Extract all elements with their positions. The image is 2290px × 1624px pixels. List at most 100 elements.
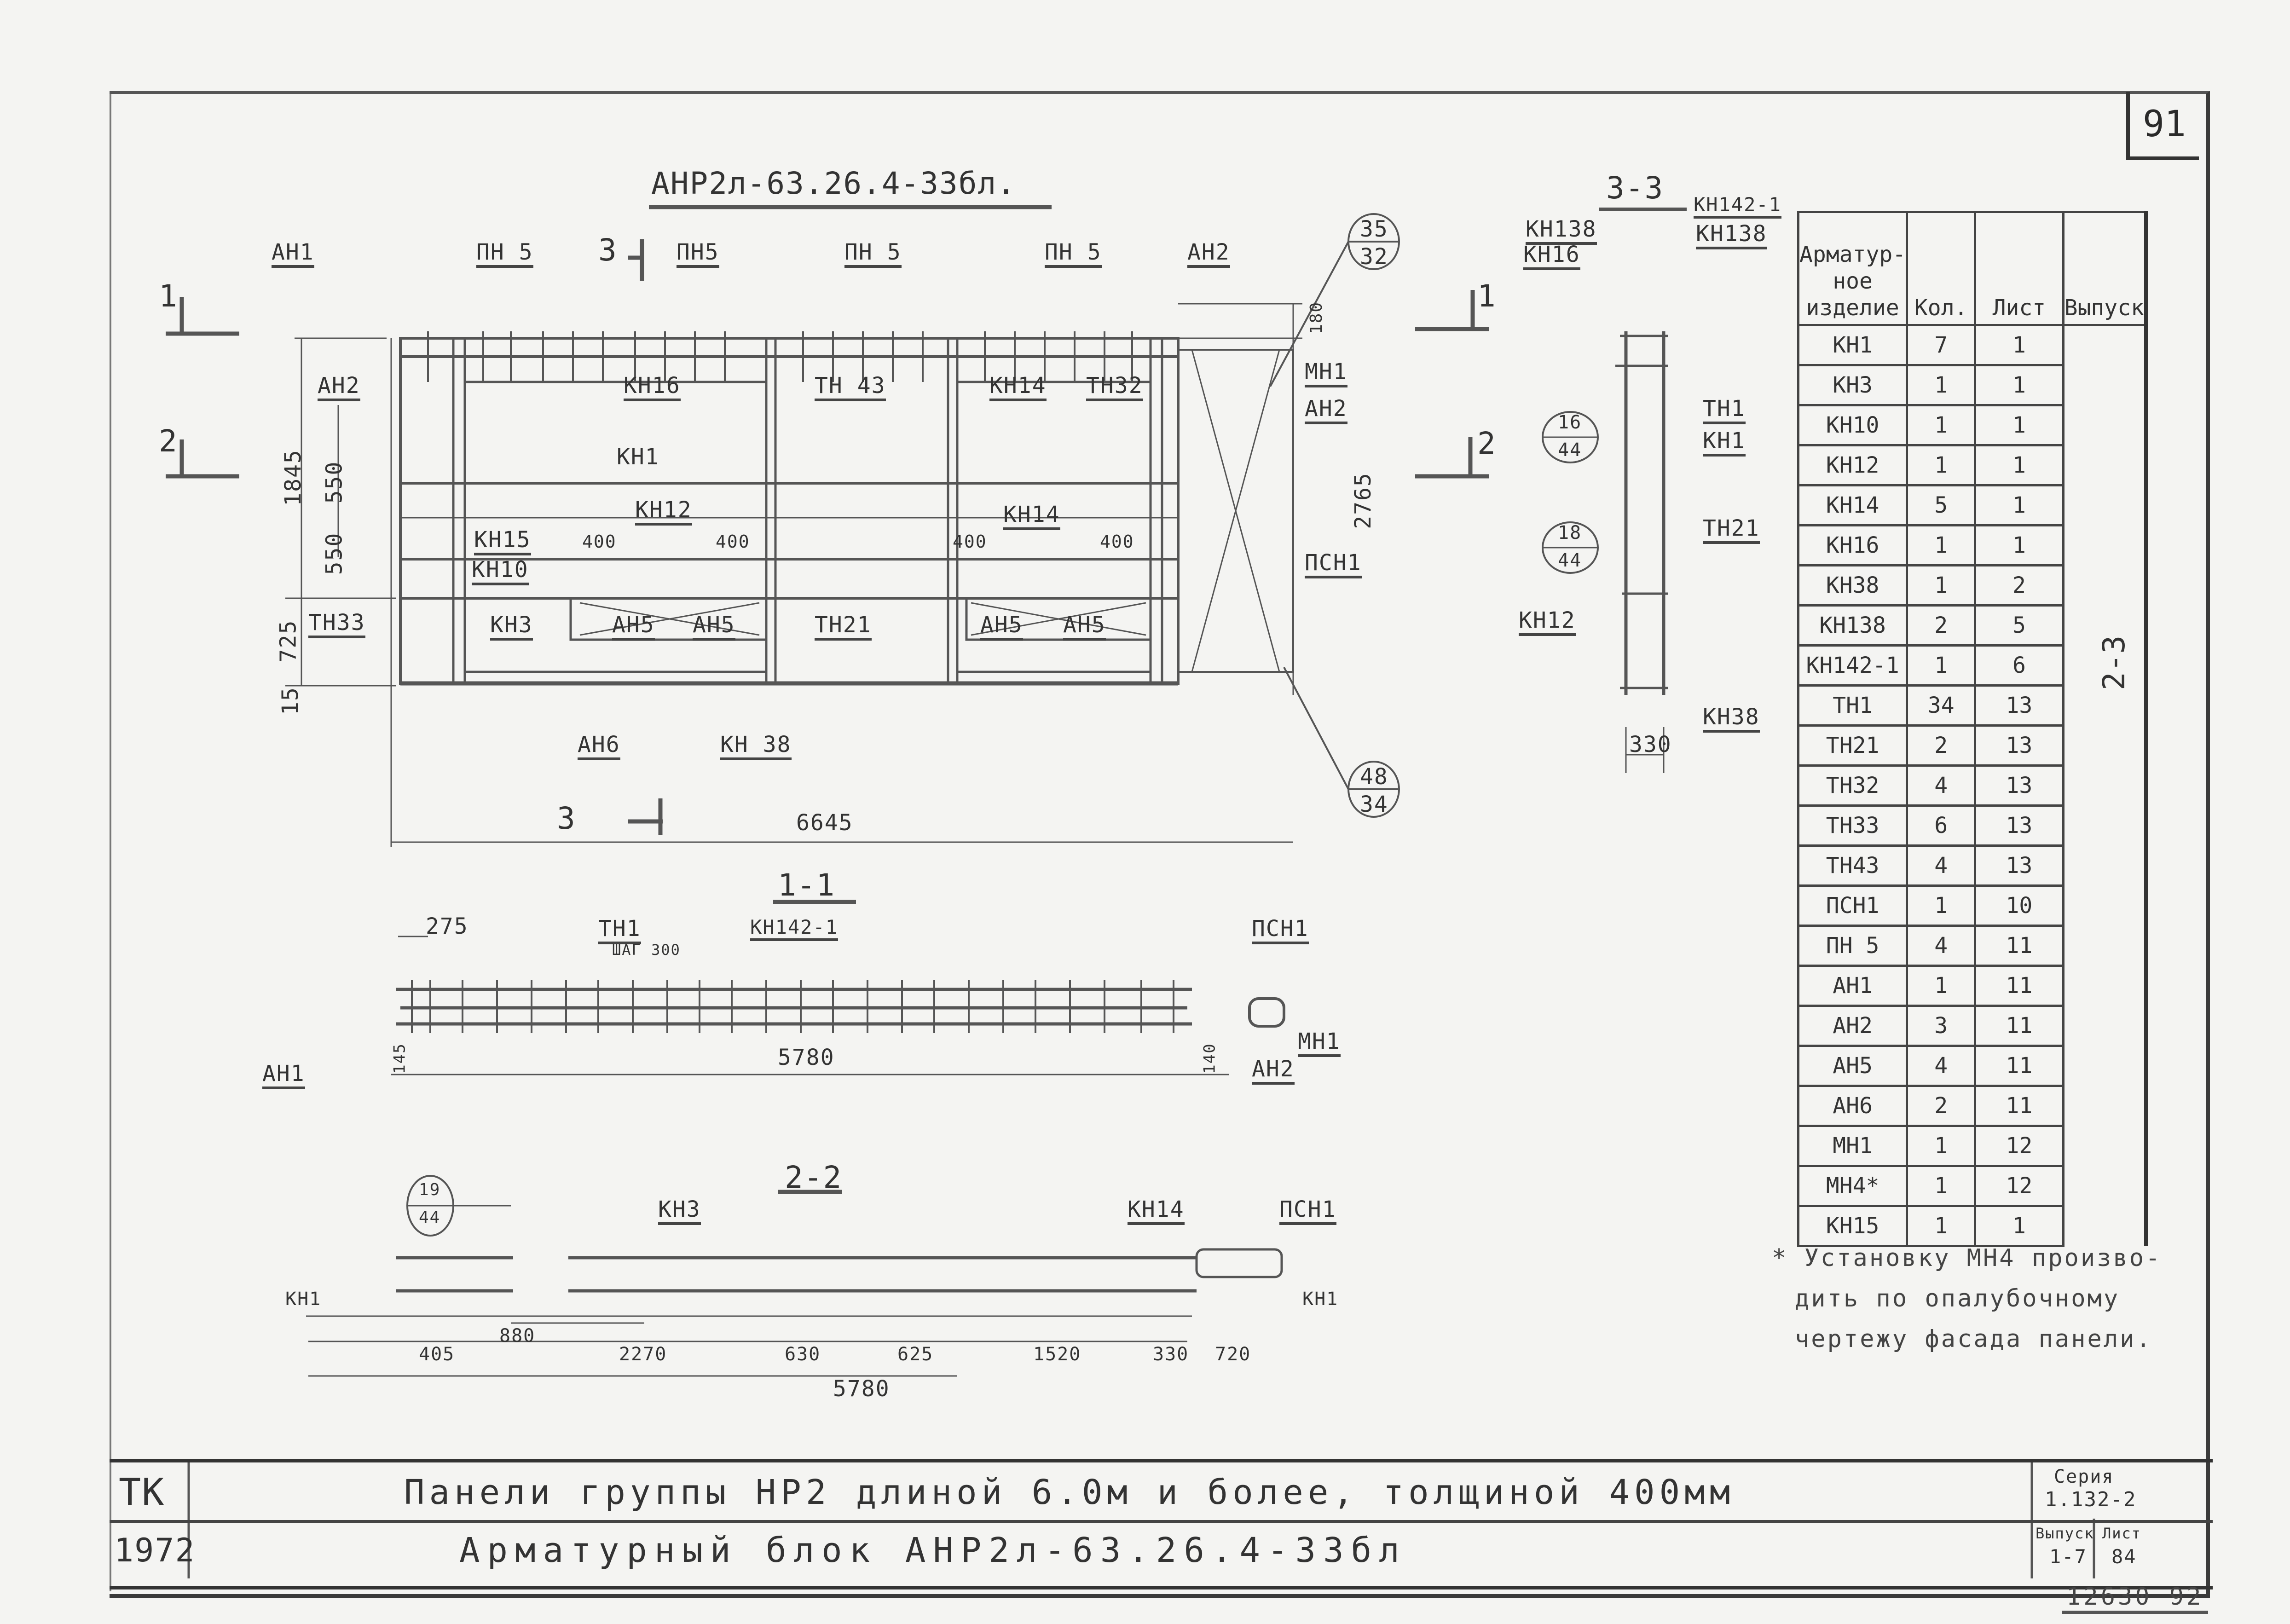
spec-cell-qty: 1 [1906, 524, 1977, 566]
spec-cell-sheet: 13 [1974, 764, 2064, 807]
footnote-line-1: * Установку МН4 произво- [1772, 1244, 2162, 1272]
label-kn3: КН3 [490, 612, 533, 641]
spec-cell-sheet: 13 [1974, 724, 2064, 767]
label-ah5-3: АН5 [980, 612, 1023, 641]
series-value: 1.132-2 [2045, 1488, 2137, 1511]
spec-cell-item: АН6 [1797, 1085, 1908, 1127]
section-mark-1-left: 1 [159, 278, 178, 314]
section-3-3-lines [1542, 208, 1687, 773]
dim-550-a: 550 [321, 461, 347, 504]
callout-32-bottom: 32 [1360, 244, 1388, 270]
label-pn5-3: ПН 5 [844, 239, 902, 268]
spec-cell-qty: 1 [1906, 444, 1977, 486]
spec-cell-sheet: 1 [1974, 1205, 2064, 1247]
release-value: 2-3 [2096, 635, 2132, 690]
callout-circles [1269, 213, 1400, 818]
s33-dim-330: 330 [1629, 732, 1672, 757]
section-mark-2-left: 2 [159, 423, 178, 459]
dim-15: 15 [277, 687, 303, 715]
release-value-tb: 1-7 [2049, 1545, 2087, 1568]
archive-stamp: 12630 92 [2062, 1583, 2209, 1614]
spec-cell-qty: 5 [1906, 484, 1977, 526]
spec-cell-item: КН1 [1797, 324, 1908, 366]
spec-cell-item: КН38 [1797, 564, 1908, 607]
spec-cell-item: КН16 [1797, 524, 1908, 566]
s33-label-kn142: КН142-1 [1694, 193, 1782, 219]
section-mark-2-right: 2 [1477, 426, 1497, 461]
s33-label-kn38: КН38 [1703, 704, 1760, 733]
sheet-value: 84 [2111, 1545, 2137, 1568]
s11-dim-275: 275 [426, 913, 468, 939]
spec-cell-item: КН3 [1797, 364, 1908, 406]
spec-cell-qty: 1 [1906, 965, 1977, 1007]
label-pn5-2: ПН5 [677, 239, 719, 268]
release-label: Выпуск [2036, 1525, 2094, 1542]
main-dimension-lines [285, 303, 1302, 847]
spec-cell-qty: 1 [1906, 1205, 1977, 1247]
spec-cell-qty: 4 [1906, 764, 1977, 807]
main-view-title: АНР2л-63.26.4-33бл. [651, 166, 1016, 201]
s33-label-tn1: ТН1 [1703, 396, 1746, 424]
section-cut-marks [166, 239, 1489, 835]
label-tn43: ТН 43 [815, 373, 886, 401]
year: 1972 [114, 1532, 196, 1569]
dim-6645: 6645 [796, 810, 853, 836]
col-header-release: Выпуск [2062, 211, 2148, 326]
spec-cell-item: КН10 [1797, 404, 1908, 446]
spec-cell-item: ТН21 [1797, 724, 1908, 767]
label-kn14-top: КН14 [989, 373, 1047, 401]
col-header-sheet: Лист [1974, 211, 2064, 326]
dim-725: 725 [275, 619, 301, 663]
s33-callout-18: 18 [1558, 522, 1582, 543]
spec-cell-sheet: 13 [1974, 844, 2064, 887]
spec-cell-qty: 4 [1906, 1045, 1977, 1087]
s22-label-kn1-left: КН1 [285, 1289, 322, 1310]
label-ah5-1: АН5 [612, 612, 655, 641]
s22-label-psn1: ПСН1 [1279, 1196, 1336, 1225]
spec-cell-sheet: 1 [1974, 404, 2064, 446]
s22-dim-1520: 1520 [1033, 1344, 1081, 1365]
s33-label-kn12: КН12 [1519, 607, 1576, 636]
spec-cell-sheet: 1 [1974, 484, 2064, 526]
spec-cell-qty: 2 [1906, 604, 1977, 647]
label-ah6: АН6 [578, 732, 620, 760]
label-ah2-top: АН2 [1187, 239, 1230, 268]
spec-cell-item: МН4* [1797, 1165, 1908, 1207]
spec-cell-item: ТН33 [1797, 804, 1908, 847]
s22-dim-880: 880 [499, 1325, 536, 1347]
rebar-spec-table: Арматур-ное изделие Кол. Лист Выпуск КН1… [1797, 211, 2148, 1247]
spec-cell-sheet: 1 [1974, 524, 2064, 566]
spec-cell-sheet: 10 [1974, 884, 2064, 927]
label-tn21: ТН21 [815, 612, 872, 641]
footnote: * Установку МН4 произво- дить по опалубо… [1772, 1238, 2162, 1359]
title-block-divider [110, 1520, 2213, 1523]
label-pn5-1: ПН 5 [476, 239, 533, 268]
s22-label-kn1-right: КН1 [1302, 1289, 1339, 1310]
label-kn38: КН 38 [720, 732, 792, 760]
dim-550-b: 550 [321, 532, 347, 575]
s33-callout-16: 16 [1558, 412, 1582, 433]
spec-cell-sheet: 2 [1974, 564, 2064, 607]
spec-cell-sheet: 13 [1974, 684, 2064, 727]
label-kn16: КН16 [624, 373, 681, 401]
s22-dim-5780: 5780 [833, 1376, 890, 1402]
spec-cell-qty: 1 [1906, 404, 1977, 446]
dim-1845: 1845 [280, 449, 306, 506]
spec-cell-item: АН1 [1797, 965, 1908, 1007]
callout-48-top: 48 [1360, 764, 1388, 790]
spec-cell-qty: 4 [1906, 925, 1977, 967]
s22-dim-630: 630 [785, 1344, 821, 1365]
spec-cell-item: КН138 [1797, 604, 1908, 647]
label-kn15: КН15 [474, 527, 531, 555]
main-elevation-cage [399, 331, 1180, 686]
